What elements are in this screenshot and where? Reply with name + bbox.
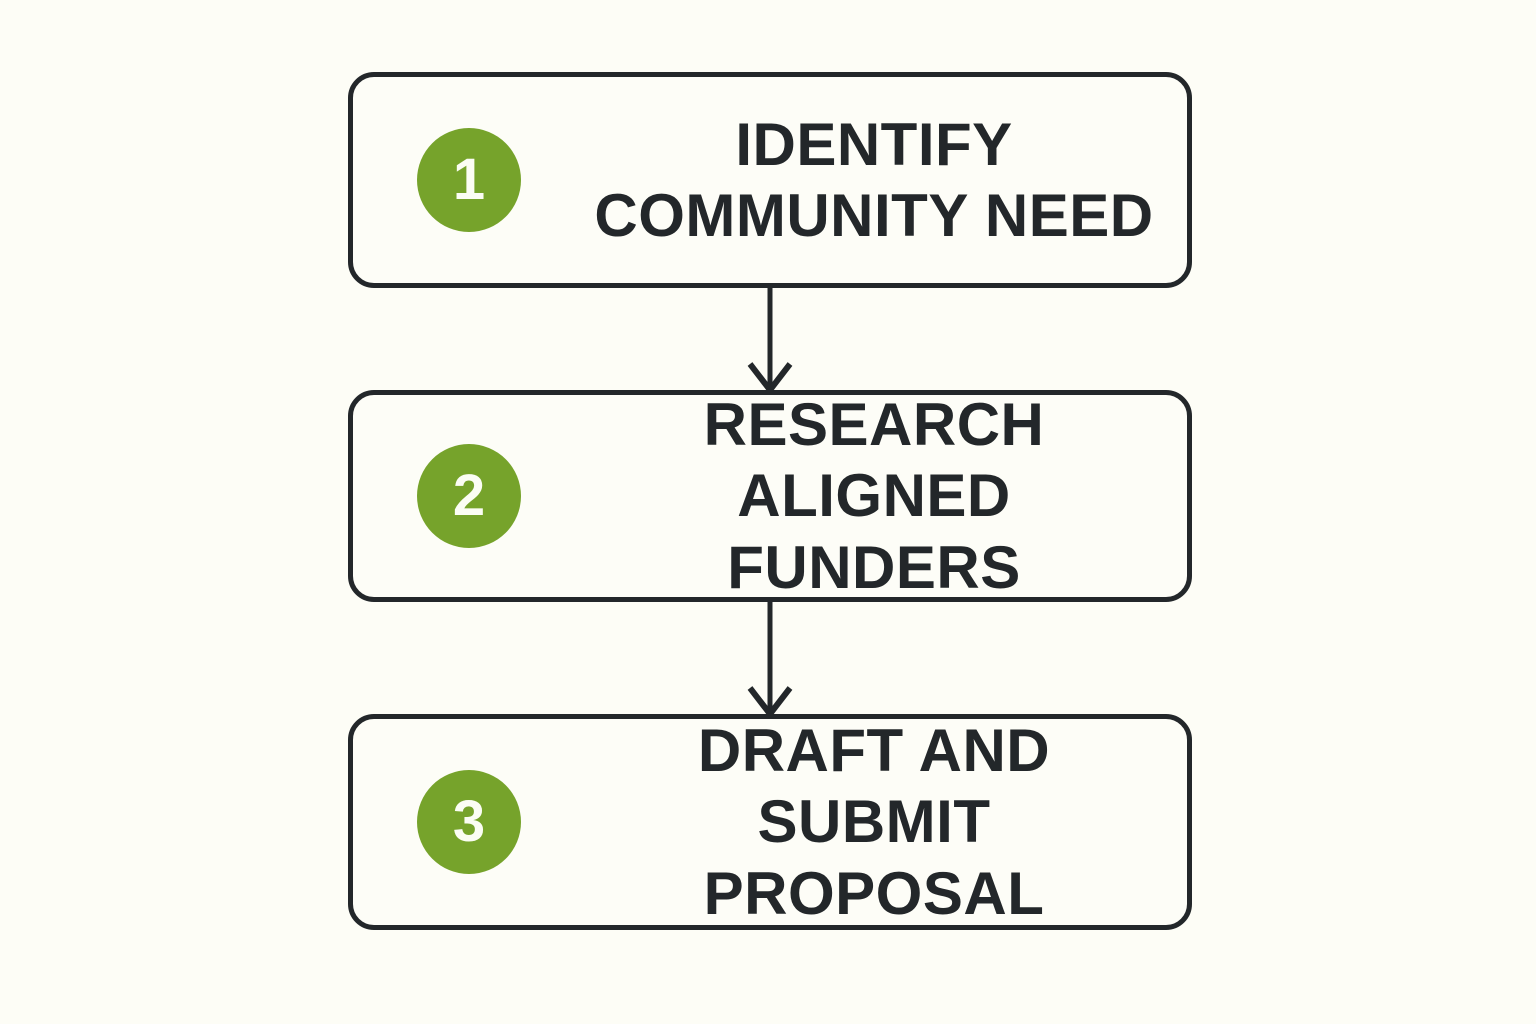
step-1-label: IDENTIFY COMMUNITY NEED [594, 110, 1154, 249]
step-1-label-slot: IDENTIFY COMMUNITY NEED [585, 109, 1187, 252]
step-2-label: RESEARCH ALIGNED FUNDERS [703, 390, 1045, 601]
step-number-badge-2: 2 [417, 444, 521, 548]
step-3-label: DRAFT AND SUBMIT PROPOSAL [697, 716, 1051, 927]
step-3-badge-slot: 3 [353, 770, 585, 874]
step-2-badge-slot: 2 [353, 444, 585, 548]
flow-step-2[interactable]: 2 RESEARCH ALIGNED FUNDERS [348, 390, 1192, 602]
step-number-badge-1: 1 [417, 128, 521, 232]
connector-step2-to-step3 [700, 600, 840, 718]
step-number-badge-3: 3 [417, 770, 521, 874]
step-2-label-slot: RESEARCH ALIGNED FUNDERS [585, 389, 1187, 603]
flow-step-1[interactable]: 1 IDENTIFY COMMUNITY NEED [348, 72, 1192, 288]
arrow-down-icon [747, 286, 793, 394]
arrow-down-icon [747, 600, 793, 718]
flow-step-3[interactable]: 3 DRAFT AND SUBMIT PROPOSAL [348, 714, 1192, 930]
connector-step1-to-step2 [700, 286, 840, 394]
step-1-badge-slot: 1 [353, 128, 585, 232]
step-3-label-slot: DRAFT AND SUBMIT PROPOSAL [585, 715, 1187, 929]
